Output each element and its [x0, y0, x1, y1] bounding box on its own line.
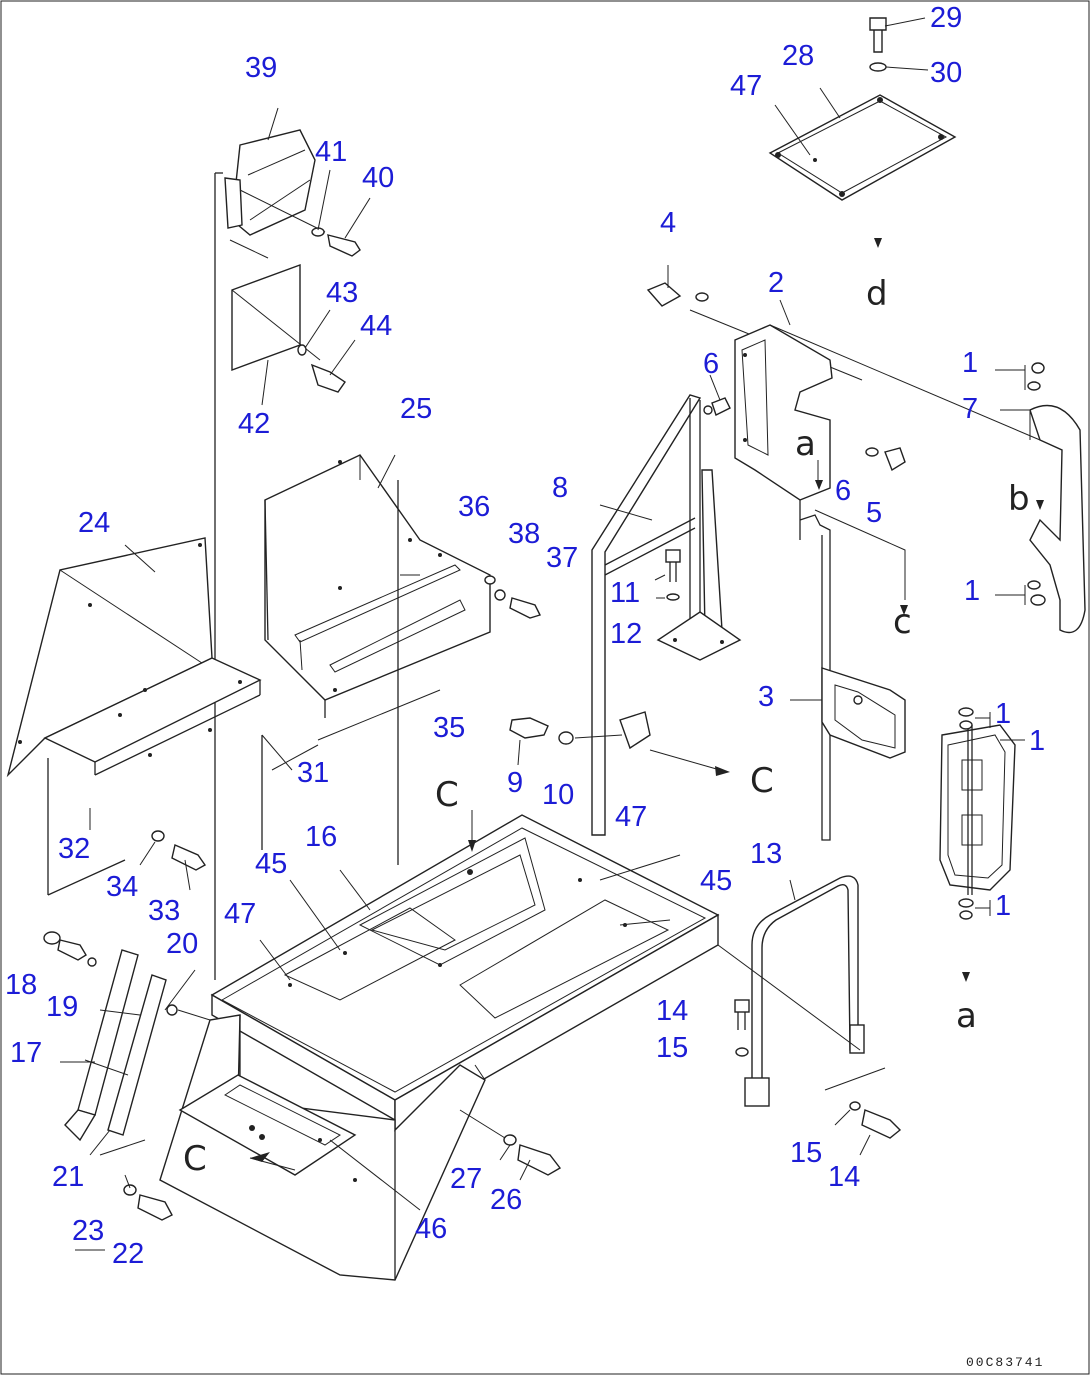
callout-13: 13	[750, 838, 782, 870]
callout-1: 1	[995, 698, 1011, 730]
callout-2: 2	[768, 267, 784, 299]
left-cover-24	[6, 537, 293, 896]
view-letter-C: C	[435, 775, 459, 815]
callout-8: 8	[552, 472, 568, 504]
callout-16: 16	[305, 821, 337, 853]
bolt-26-washer-27	[459, 1109, 562, 1181]
callout-42: 42	[238, 408, 270, 440]
callout-45: 45	[700, 865, 732, 897]
callout-1: 1	[964, 575, 980, 607]
callout-40: 40	[362, 162, 394, 194]
callout-41: 41	[315, 136, 347, 168]
callout-30: 30	[930, 57, 962, 89]
callout-4: 4	[660, 207, 676, 239]
callout-1: 1	[962, 347, 978, 379]
callout-37: 37	[546, 542, 578, 574]
upper-panel-39	[214, 107, 371, 980]
callout-25: 25	[400, 393, 432, 425]
callout-46: 46	[415, 1213, 447, 1245]
middle-cover-25	[264, 454, 541, 865]
callout-6: 6	[835, 475, 851, 507]
callout-47: 47	[615, 801, 647, 833]
callout-29: 29	[930, 2, 962, 34]
callout-34: 34	[106, 871, 138, 903]
callout-9: 9	[507, 767, 523, 799]
lamp-3	[790, 667, 906, 759]
callout-11: 11	[610, 577, 640, 609]
view-reference-letters: d a b c C C C a	[183, 274, 1030, 1179]
drawing-code: 00C83741	[966, 1355, 1044, 1370]
callout-7: 7	[962, 393, 978, 425]
callout-24: 24	[78, 507, 110, 539]
handrail-8	[591, 265, 863, 836]
callout-23: 23	[72, 1215, 104, 1247]
callout-38: 38	[508, 518, 540, 550]
callout-45: 45	[255, 848, 287, 880]
callout-1: 1	[1029, 725, 1045, 757]
callout-14: 14	[828, 1161, 860, 1193]
callout-numbers: 29 28 30 47 39 41 40 43 44 42 4 2 1 7 6 …	[5, 2, 1045, 1270]
callout-39: 39	[245, 52, 277, 84]
callout-21: 21	[52, 1161, 84, 1193]
callout-27: 27	[450, 1163, 482, 1195]
view-letter-c: c	[893, 602, 912, 642]
callout-18: 18	[5, 969, 37, 1001]
callout-10: 10	[542, 779, 574, 811]
cover-plate-28	[768, 17, 957, 248]
callout-12: 12	[610, 618, 642, 650]
callout-33: 33	[148, 895, 180, 927]
callout-22: 22	[112, 1238, 144, 1270]
callout-6: 6	[703, 348, 719, 380]
callout-15: 15	[656, 1032, 688, 1064]
callout-15: 15	[790, 1137, 822, 1169]
view-letter-C: C	[183, 1139, 207, 1179]
step-cover-16	[159, 810, 720, 1281]
bolt-9-washer-10	[509, 711, 730, 776]
callout-3: 3	[758, 681, 774, 713]
mount-bracket-7	[995, 362, 1086, 634]
callout-14: 14	[656, 995, 688, 1027]
callout-20: 20	[166, 928, 198, 960]
lamp-assembly-1	[939, 707, 1025, 982]
callout-5: 5	[866, 497, 882, 529]
view-letter-a: a	[956, 996, 977, 1036]
view-letter-b: b	[1008, 479, 1030, 519]
step-ladder-17	[43, 931, 211, 1251]
callout-32: 32	[58, 833, 90, 865]
callout-36: 36	[458, 491, 490, 523]
callout-44: 44	[360, 310, 392, 342]
callout-26: 26	[490, 1184, 522, 1216]
callout-47: 47	[730, 70, 762, 102]
callout-47: 47	[224, 898, 256, 930]
callout-17: 17	[10, 1037, 42, 1069]
callout-43: 43	[326, 277, 358, 309]
bracket-2	[734, 299, 1041, 841]
callout-19: 19	[46, 991, 78, 1023]
view-letter-d: d	[866, 274, 888, 314]
callout-31: 31	[297, 757, 329, 789]
handrail-13	[717, 875, 902, 1156]
callout-28: 28	[782, 40, 814, 72]
callout-1: 1	[995, 890, 1011, 922]
view-letter-C: C	[750, 761, 774, 801]
callout-35: 35	[433, 712, 465, 744]
view-letter-a: a	[795, 424, 816, 464]
